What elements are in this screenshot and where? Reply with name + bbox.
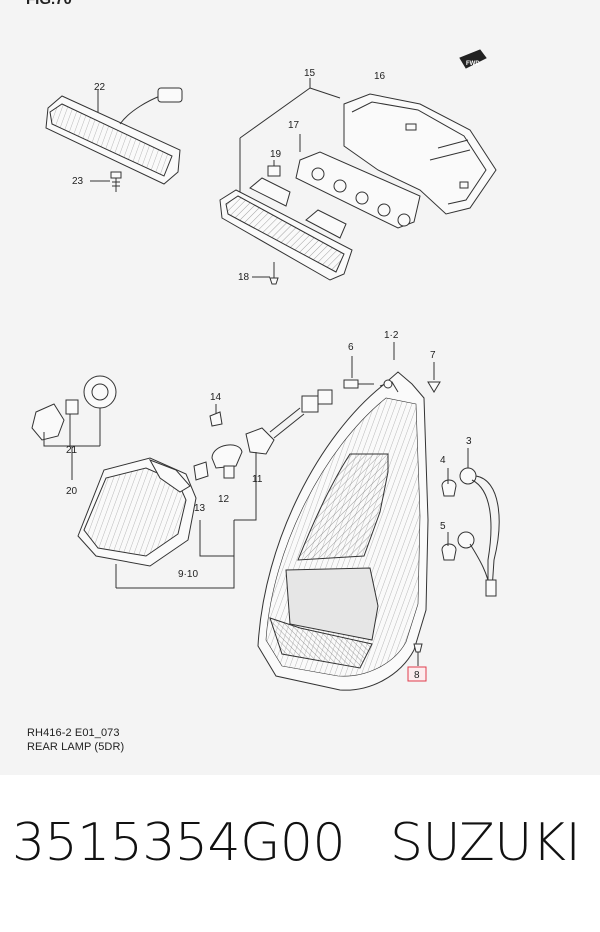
- figure-code: RH416-2 E01_073: [27, 727, 120, 739]
- callout-20: 20: [66, 486, 78, 497]
- high-mount-stop-lamp: [45, 87, 183, 185]
- bulb-5: [441, 532, 457, 561]
- callout-9-10: 9·10: [178, 569, 198, 580]
- screw-18: [252, 262, 279, 285]
- socket-20: [83, 375, 117, 446]
- callout-23: 23: [72, 176, 84, 187]
- callout-19: 19: [270, 149, 282, 160]
- screw-23: [90, 171, 122, 192]
- fwd-arrow-icon: FWD: [459, 49, 487, 69]
- exploded-view-drawing: FWD: [31, 49, 500, 691]
- callout-12: 12: [218, 494, 230, 505]
- callout-1-2: 1·2: [384, 330, 399, 341]
- bulb-4: [441, 468, 457, 497]
- callout-18: 18: [238, 272, 250, 283]
- back-up-lamp-housing: [77, 457, 197, 567]
- part-number: 3515354G00: [12, 813, 346, 873]
- callout-22: 22: [94, 82, 106, 93]
- license-lamp-assembly: [219, 78, 421, 281]
- harness-3: [457, 448, 500, 597]
- screw-8: [413, 643, 423, 666]
- callout-6: 6: [348, 342, 354, 353]
- callout-14: 14: [210, 392, 222, 403]
- figure-name: REAR LAMP (5DR): [27, 741, 125, 753]
- callout-17: 17: [288, 120, 300, 131]
- callout-5: 5: [440, 521, 446, 532]
- parts-diagram: FWD: [0, 0, 600, 775]
- callout-8: 8: [414, 670, 420, 681]
- callout-21: 21: [66, 445, 78, 456]
- figure-title: FIG.70: [26, 0, 72, 8]
- callout-15: 15: [304, 68, 316, 79]
- callout-7: 7: [430, 350, 436, 361]
- footer: 3515354G00 SUZUKI: [0, 775, 600, 932]
- brand-name: SUZUKI: [390, 813, 581, 873]
- grommet-13: [193, 461, 209, 481]
- callout-3: 3: [466, 436, 472, 447]
- callout-16: 16: [374, 71, 386, 82]
- clip-7: [427, 362, 441, 393]
- bulb-21: [31, 399, 79, 441]
- screw-6: [343, 356, 374, 389]
- callout-4: 4: [440, 455, 446, 466]
- garnish-cover-16: [343, 93, 497, 215]
- highlight-box-8: [407, 666, 427, 682]
- clip-14: [209, 411, 223, 427]
- svg-text:FWD: FWD: [466, 61, 480, 67]
- bulb-12: [211, 444, 243, 479]
- rear-combination-lamp: [257, 371, 429, 691]
- bulb-sockets: [311, 167, 411, 227]
- socket-11: [245, 389, 333, 455]
- callout-13: 13: [194, 503, 206, 514]
- callout-11: 11: [252, 474, 263, 485]
